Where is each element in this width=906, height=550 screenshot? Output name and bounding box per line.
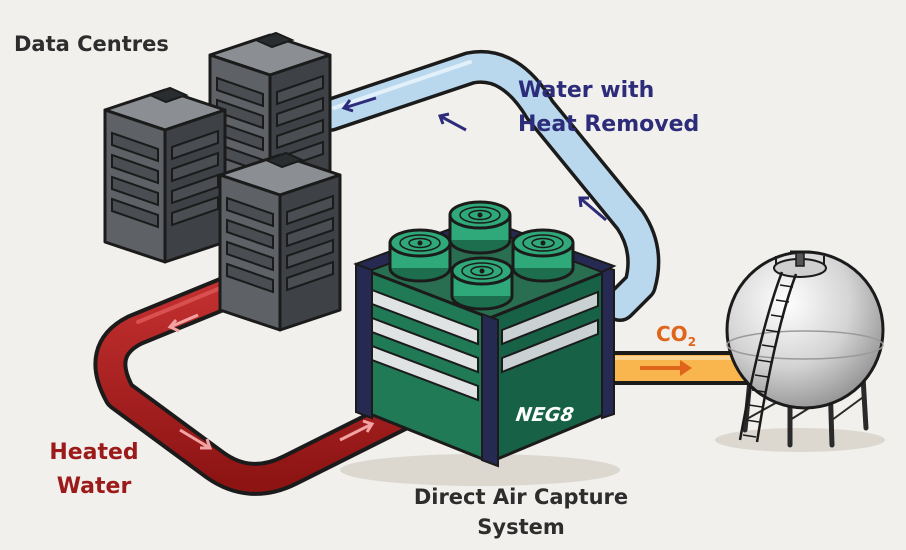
cool-flow-arrow-icon bbox=[341, 96, 607, 222]
cool-water-label-line1: Water with bbox=[518, 78, 655, 103]
heated-water-label-line2: Water bbox=[56, 474, 132, 499]
co2-label-sub: 2 bbox=[687, 335, 697, 349]
fan-icon bbox=[388, 228, 452, 283]
server-tower-icon bbox=[218, 151, 342, 332]
co2-label: CO2 bbox=[656, 322, 696, 349]
heated-water-label: Heated Water bbox=[46, 436, 142, 504]
co2-flow-arrow-icon bbox=[640, 360, 692, 376]
fan-icon bbox=[511, 228, 575, 283]
heated-water-label-line1: Heated bbox=[49, 440, 139, 465]
cool-water-label-line2: Heat Removed bbox=[518, 112, 700, 137]
dac-system-label-line1: Direct Air Capture bbox=[413, 485, 629, 509]
hot-flow-arrow-icon bbox=[167, 313, 375, 450]
dac-shadow bbox=[340, 454, 620, 486]
dac-system-label: Direct Air Capture System bbox=[405, 482, 637, 542]
fan-icon bbox=[450, 256, 514, 311]
cool-water-pipe bbox=[313, 49, 661, 322]
brand-logo-text: NEG8 bbox=[514, 404, 576, 426]
fan-icon bbox=[448, 200, 512, 255]
data-centres-label: Data Centres bbox=[14, 32, 169, 56]
storage-tank-icon bbox=[725, 250, 885, 448]
dac-system-label-line2: System bbox=[477, 515, 565, 539]
dac-unit bbox=[353, 200, 617, 468]
co2-label-base: CO bbox=[656, 322, 688, 346]
server-tower-icon bbox=[103, 86, 227, 264]
cool-water-label: Water with Heat Removed bbox=[518, 74, 699, 142]
